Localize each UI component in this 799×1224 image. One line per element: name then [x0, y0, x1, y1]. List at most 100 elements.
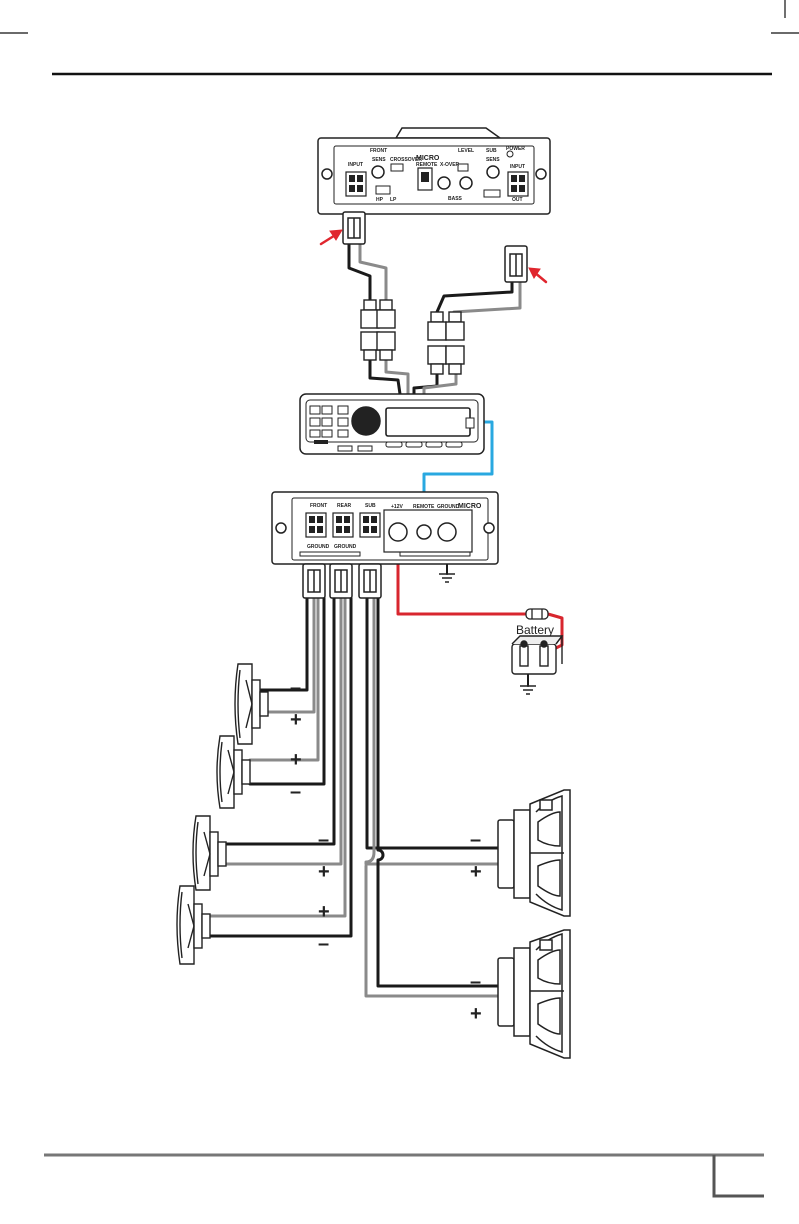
switch-icon [458, 164, 468, 171]
amp-top-label: POWER [506, 146, 525, 152]
amp-bottom-label: SUB [365, 503, 376, 509]
sens-knob-icon [487, 166, 499, 178]
amp-top-label: LP [390, 197, 397, 203]
amp-bottom-label: GROUND [334, 544, 357, 550]
head-unit-button [310, 418, 320, 426]
volume-knob-icon [352, 407, 380, 435]
amp-top-label: SENS [486, 157, 500, 163]
speaker-icon [235, 664, 268, 744]
head-unit-button [322, 418, 332, 426]
head-unit-button [338, 418, 348, 426]
display-icon [386, 408, 470, 436]
switch-icon [484, 190, 500, 197]
amp-bottom-label: GROUND [437, 504, 460, 510]
xover-knob-icon [438, 177, 450, 189]
wire-gray [424, 374, 456, 394]
head-unit-button [322, 406, 332, 414]
arrow-icon [529, 268, 546, 282]
sign-plus: + [318, 901, 330, 923]
speaker-plug [303, 564, 325, 598]
speaker-icon [177, 886, 210, 964]
amp-bottom-label: REAR [337, 503, 352, 509]
speaker-icon [217, 736, 250, 808]
fuse-icon [526, 609, 548, 619]
bass-knob-icon [460, 177, 472, 189]
wire-black [378, 598, 500, 986]
rca-plug-icon [361, 300, 464, 374]
harness-plug [505, 246, 527, 282]
speaker-icon [193, 816, 226, 890]
wire-black [367, 598, 500, 848]
head-unit-button [338, 406, 348, 414]
amp-bottom-label: GROUND [307, 544, 330, 550]
crop-mark-icon [0, 0, 799, 33]
amp-top-label: LEVEL [458, 148, 474, 154]
amp-top-label: OUT [512, 197, 523, 203]
page-number-box [714, 1155, 764, 1196]
wire-gray [386, 360, 408, 394]
sign-minus: – [290, 781, 301, 803]
sign-minus: – [318, 933, 329, 955]
mount-hole-icon [276, 523, 286, 533]
wire-black [437, 282, 512, 312]
switch-icon [376, 186, 390, 194]
arrow-icon [321, 230, 342, 244]
speaker-plug [359, 564, 381, 598]
amp-top-label: INPUT [510, 164, 525, 170]
switch-icon [391, 164, 403, 171]
sign-minus: – [470, 829, 481, 851]
preset-button [406, 442, 422, 447]
wire-gray [366, 598, 500, 864]
head-unit-button [322, 430, 332, 437]
speaker-plug [330, 564, 352, 598]
head-unit-button [358, 446, 372, 451]
amp-top-label: REMOTE [416, 162, 438, 168]
amp-bottom-label: +12V [391, 504, 403, 510]
ground-icon [520, 686, 536, 694]
amp-top-label: INPUT [348, 162, 363, 168]
sign-plus: + [470, 861, 482, 883]
subwoofer-icon [498, 790, 570, 916]
mount-hole-icon [536, 169, 546, 179]
head-unit-button [310, 406, 320, 414]
mount-hole-icon [484, 523, 494, 533]
ground-terminal-icon [438, 523, 456, 541]
sign-plus: + [290, 709, 302, 731]
amp-bottom-brand: MICRO [458, 503, 482, 510]
head-unit-button [338, 430, 348, 437]
remote-terminal-icon [417, 525, 431, 539]
sign-minus: – [290, 677, 301, 699]
ground-icon [439, 574, 455, 582]
amp-top-label: HP [376, 197, 384, 203]
subwoofer-icon [498, 930, 570, 1058]
aux-port-icon [466, 418, 474, 428]
sign-minus: – [318, 829, 329, 851]
amp-top-label: X-OVER [440, 162, 460, 168]
mount-hole-icon [322, 169, 332, 179]
battery-icon [512, 636, 562, 674]
amp-top-label: BASS [448, 196, 463, 202]
amp-top-label: SENS [372, 157, 386, 163]
amp-top-label: SUB [486, 148, 497, 154]
amp-bottom-label: REMOTE [413, 504, 435, 510]
head-unit-button [338, 446, 352, 451]
head-unit [300, 394, 484, 454]
wire-gray [360, 244, 386, 300]
amp-top-label: FRONT [370, 148, 387, 154]
wire-gray [454, 282, 520, 312]
preset-button [386, 442, 402, 447]
sign-plus: + [470, 1003, 482, 1025]
battery-label: Battery [516, 623, 554, 637]
amp-bottom-label: FRONT [310, 503, 327, 509]
sens-knob-icon [372, 166, 384, 178]
sign-plus: + [318, 861, 330, 883]
sign-minus: – [470, 971, 481, 993]
preset-button [426, 442, 442, 447]
sign-plus: + [290, 749, 302, 771]
head-unit-button [310, 430, 320, 437]
amp-top-heatsink [396, 128, 500, 138]
preset-button [446, 442, 462, 447]
12v-terminal-icon [389, 523, 407, 541]
harness-plug [343, 212, 365, 244]
